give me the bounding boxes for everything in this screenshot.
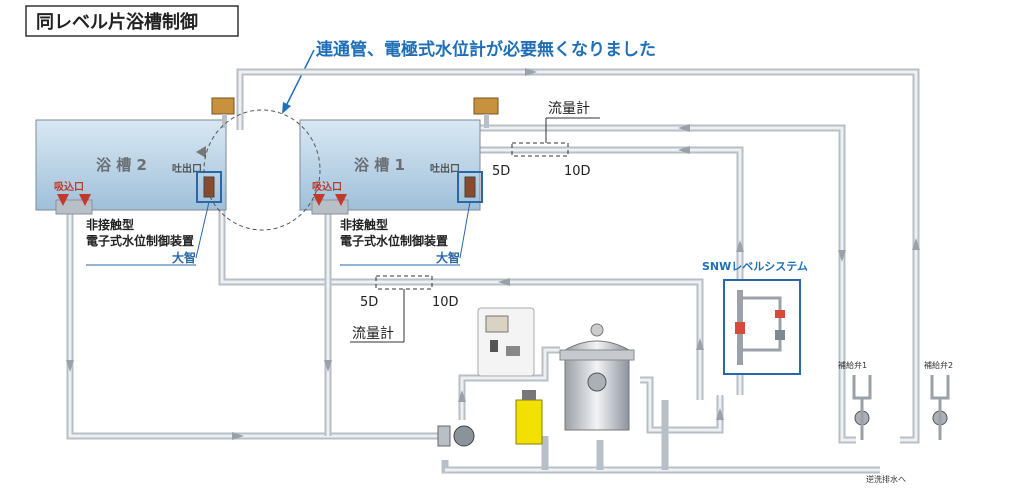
snw-level-system: SNWレベルシステム: [702, 260, 808, 375]
flowmeter-upper: 流量計 5D 10D: [492, 101, 600, 179]
svg-text:10D: 10D: [432, 295, 459, 310]
highlight-circle: [203, 109, 321, 231]
page-title: 同レベル片浴槽制御: [36, 11, 198, 33]
brand-label-2: 大智: [172, 250, 196, 265]
svg-text:5D: 5D: [360, 295, 378, 310]
bathtub-1-outlet-label: 吐出口: [430, 162, 460, 175]
title-box: 同レベル片浴槽制御: [25, 5, 239, 37]
flow-arrows: [66, 68, 920, 440]
bathtub-1-inlet-label: 吸込口: [312, 180, 342, 193]
bathtub-2-outlet-label: 吐出口: [172, 162, 202, 175]
bathtub-2-inlet-label: 吸込口: [54, 180, 84, 193]
controller-caption-2: 非接触型 電子式水位制御装置 大智: [86, 201, 210, 266]
bathtub-2-name: 浴 槽 2: [96, 156, 147, 174]
supply-valve-1-label: 補給弁1: [838, 360, 867, 370]
supply-valve-2: 補給弁2: [924, 360, 953, 440]
supply-valve-2-label: 補給弁2: [924, 360, 953, 370]
svg-text:非接触型: 非接触型: [86, 217, 134, 232]
svg-text:電子式水位制御装置: 電子式水位制御装置: [340, 233, 448, 248]
flowmeter-upper-label: 流量計: [548, 101, 590, 117]
bathtub-2: 浴 槽 2 吐出口 吸込口: [35, 119, 227, 215]
flowmeter-lower-label: 流量計: [352, 326, 394, 342]
circulation-pump: [437, 425, 475, 447]
drain-label: 逆洗排水へ: [866, 474, 906, 484]
flowmeter-lower: 5D 10D 流量計: [350, 275, 459, 343]
headline-text: 連通管、電極式水位計が必要無くなりました: [316, 39, 656, 60]
bathtub-1-name: 浴 槽 1: [354, 156, 405, 174]
svg-text:電子式水位制御装置: 電子式水位制御装置: [86, 233, 194, 248]
svg-text:10D: 10D: [564, 164, 591, 179]
filter-tank: [559, 323, 635, 431]
headline-pointer: [282, 49, 315, 114]
feed-box-2: [211, 97, 235, 128]
feed-box-1: [473, 97, 499, 128]
brand-label-1: 大智: [436, 250, 460, 265]
controller-caption-1: 非接触型 電子式水位制御装置 大智: [340, 201, 471, 266]
svg-text:5D: 5D: [492, 164, 510, 179]
svg-text:非接触型: 非接触型: [340, 217, 388, 232]
bathtub-1: 浴 槽 1 吐出口 吸込口: [299, 119, 483, 215]
supply-valve-1: 補給弁1: [838, 360, 872, 440]
snw-label: SNWレベルシステム: [702, 260, 808, 273]
chemical-tank: [515, 390, 543, 445]
control-panel: [477, 307, 535, 377]
